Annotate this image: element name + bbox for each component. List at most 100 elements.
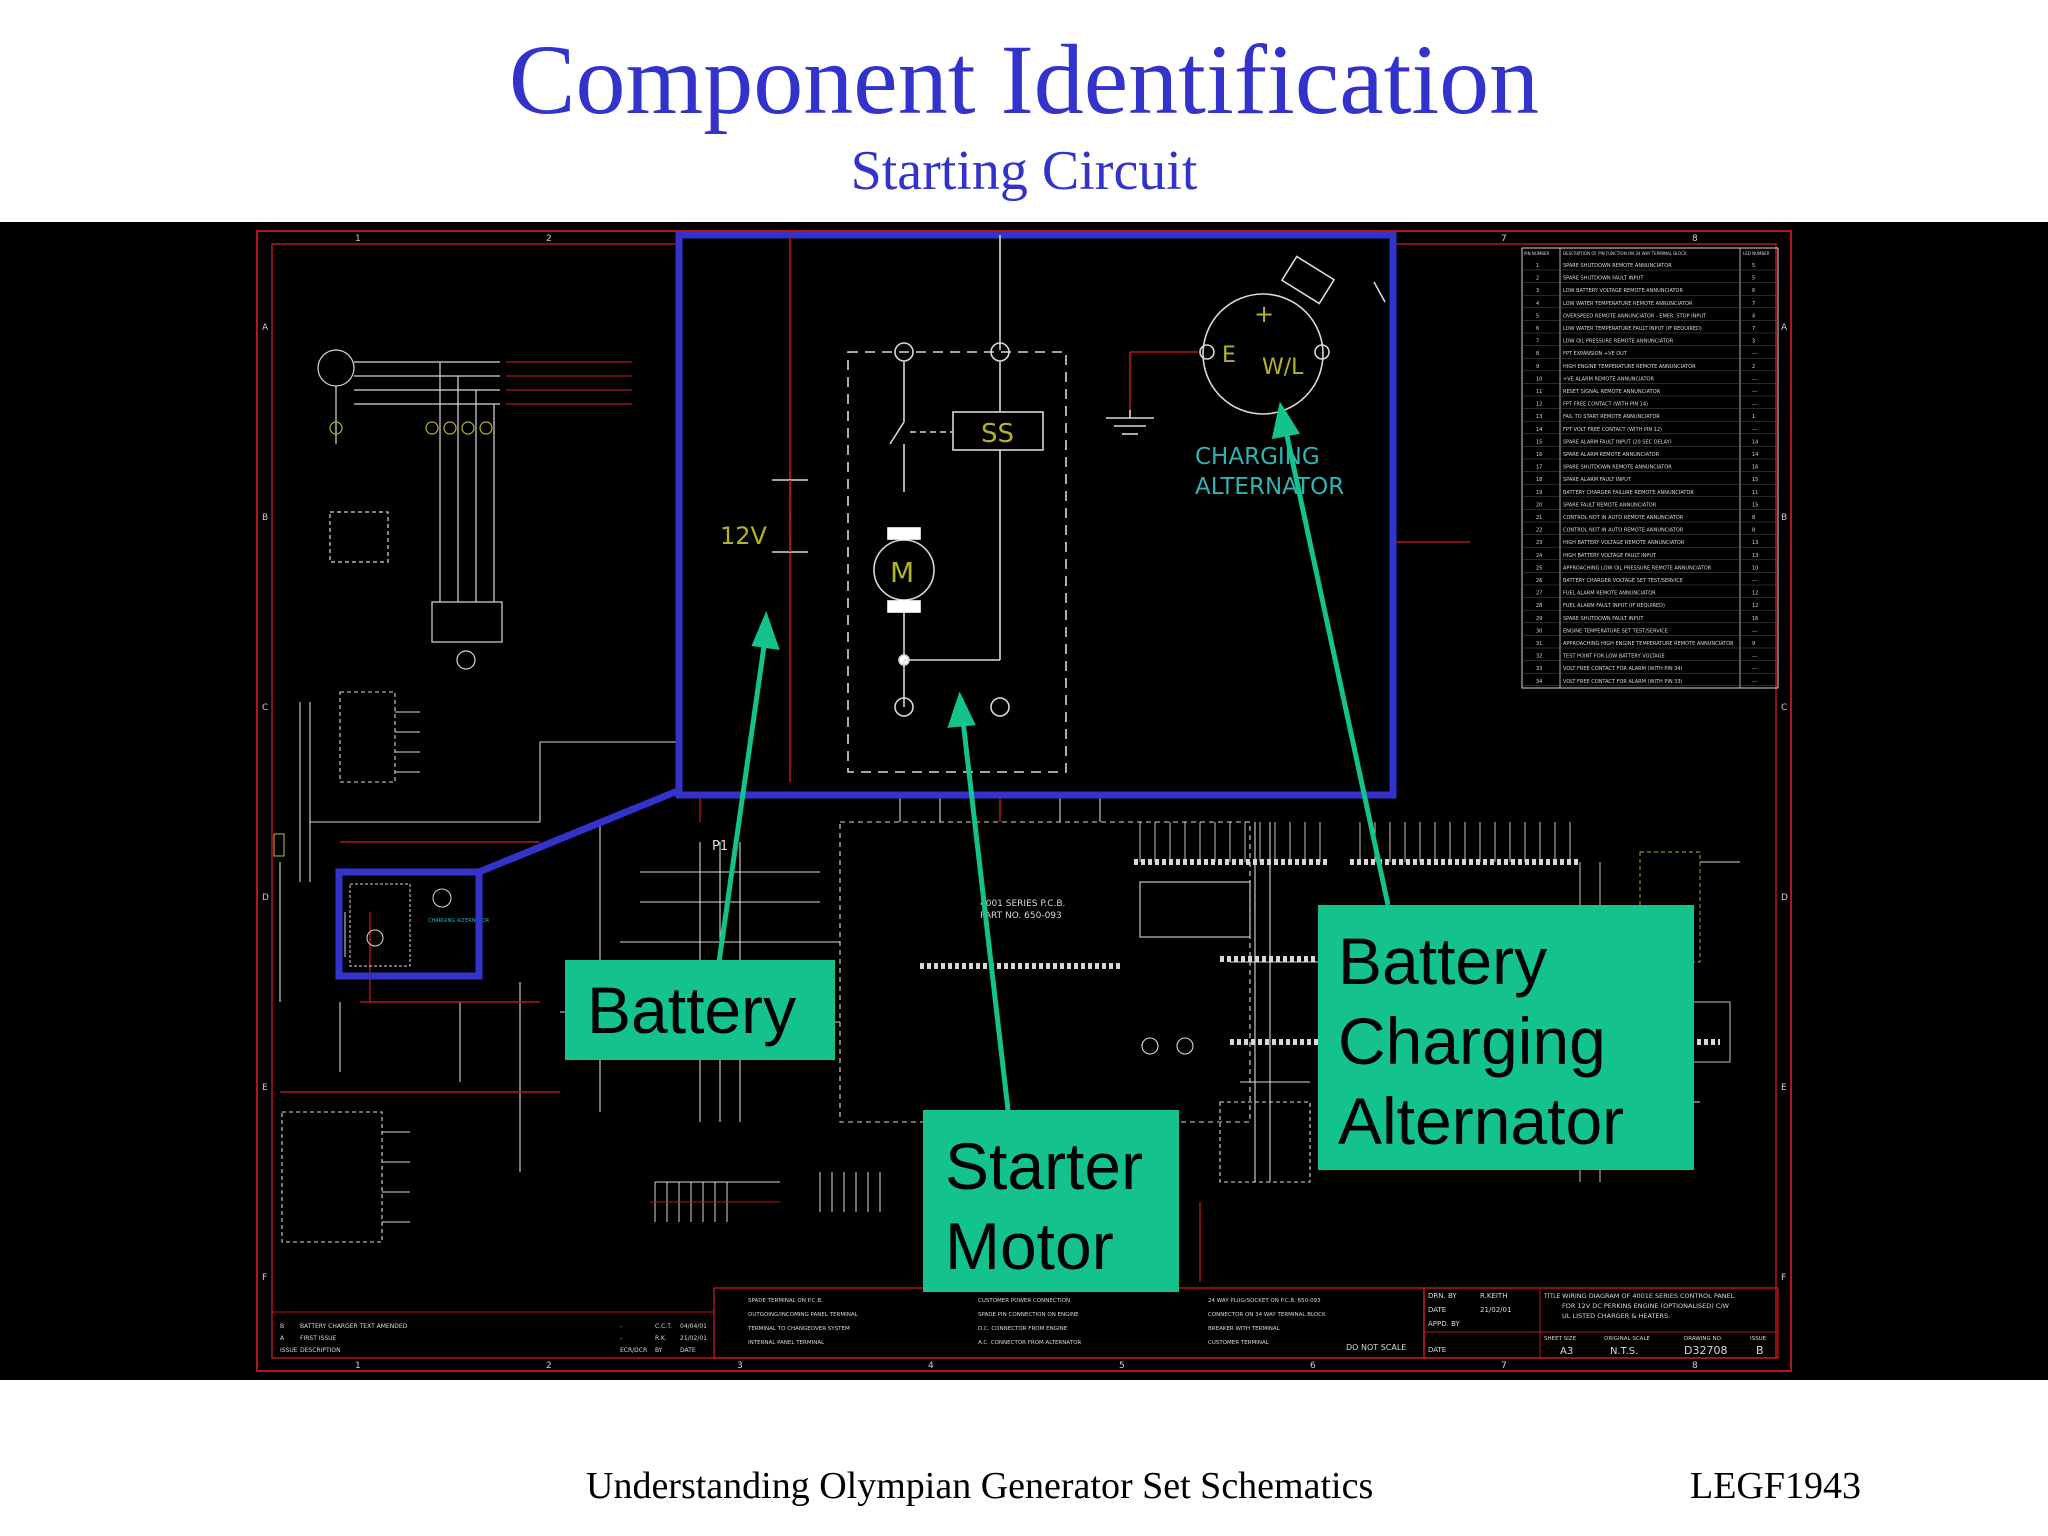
- revision-cell: DATE: [680, 1347, 696, 1354]
- starter-callout-line-1: Starter: [945, 1129, 1144, 1203]
- motor-label: M: [890, 556, 914, 589]
- alternator-arrowhead: [1271, 401, 1301, 440]
- voltage-label: 12V: [720, 522, 768, 550]
- pin-table-cell: 11: [1536, 389, 1542, 395]
- starter-motor-callout: Starter Motor: [923, 1110, 1179, 1292]
- pin-table-cell: 6: [1536, 326, 1539, 332]
- charging-alternator-callout: Battery Charging Alternator: [1318, 905, 1694, 1170]
- pin-table-cell: LOW WATER TEMPERATURE FAULT INPUT (IF RE…: [1563, 326, 1702, 332]
- pin-table-header: DESCRIPTION OF PIN FUNCTION ON 34 WAY TE…: [1563, 251, 1687, 256]
- pin-table-cell: 8: [1752, 528, 1755, 534]
- pin-table-cell: 15: [1536, 439, 1542, 445]
- pin-table-cell: ---: [1752, 679, 1758, 685]
- grid-column-label: 4: [928, 1361, 934, 1371]
- alternator-callout-line-3: Alternator: [1338, 1084, 1625, 1158]
- revision-cell: A: [280, 1335, 285, 1342]
- pin-table-cell: 10: [1752, 565, 1758, 571]
- pin-table-cell: 26: [1536, 578, 1542, 584]
- grid-column-label: 1: [355, 234, 361, 244]
- pin-table-cell: FUEL ALARM FAULT INPUT (IF REQUIRED): [1563, 603, 1665, 609]
- tb-date-label: DATE: [1428, 1306, 1446, 1314]
- revision-cell: DESCRIPTION: [300, 1347, 341, 1354]
- legend-item: SPADE TERMINAL ON P.C.B.: [748, 1298, 823, 1304]
- pin-table-cell: RESET SIGNAL REMOTE ANNUNCIATOR: [1563, 389, 1661, 395]
- pin-table-cell: APPROACHING LOW OIL PRESSURE REMOTE ANNU…: [1563, 565, 1712, 571]
- pin-table-cell: 1: [1752, 414, 1755, 420]
- alt-label-2: ALTERNATOR: [1195, 474, 1344, 500]
- pin-table-cell: LOW OIL PRESSURE REMOTE ANNUNCIATOR: [1563, 339, 1674, 345]
- pin-table-cell: 7: [1752, 326, 1755, 332]
- starter-callout-line-2: Motor: [945, 1209, 1114, 1283]
- pin-table-cell: 27: [1536, 591, 1542, 597]
- pin-table-cell: ---: [1752, 654, 1758, 660]
- pin-table-cell: 14: [1752, 439, 1758, 445]
- pin-table-cell: 9: [1752, 641, 1755, 647]
- document-code: LEGF1943: [1690, 1465, 1861, 1507]
- revision-cell: BATTERY CHARGER TEXT AMENDED: [300, 1323, 408, 1330]
- pin-table-cell: 21: [1536, 515, 1542, 521]
- grid-row-label: B: [262, 513, 268, 523]
- pin-table-cell: SPARE ALARM FAULT INPUT (20 SEC DELAY): [1563, 439, 1672, 445]
- grid-row-label: F: [1781, 1273, 1786, 1283]
- pin-table-cell: BATTERY CHARGER VOLTAGE SET TEST/SERVICE: [1563, 578, 1683, 584]
- pin-table-cell: 19: [1536, 490, 1542, 496]
- pin-table-cell: 9: [1536, 364, 1539, 370]
- p1-label: P1: [712, 839, 728, 854]
- grid-row-label: B: [1781, 513, 1787, 523]
- pin-table-cell: 15: [1752, 502, 1758, 508]
- pin-table-cell: ---: [1752, 351, 1758, 357]
- tb-drawing-no: D32708: [1684, 1344, 1727, 1357]
- pin-table-cell: 12: [1752, 603, 1758, 609]
- tb-appd-label: APPD. BY: [1428, 1320, 1460, 1328]
- starter-arrowhead: [947, 691, 976, 728]
- pin-table-cell: SPARE SHUTDOWN REMOTE ANNUNCIATOR: [1563, 263, 1672, 269]
- revision-cell: ISSUE: [280, 1347, 298, 1354]
- zoom-connector: [477, 786, 682, 876]
- grid-row-label: C: [1781, 703, 1787, 713]
- solenoid-label: SS: [981, 419, 1014, 449]
- pin-table-cell: ENGINE TEMPERATURE SET TEST/SERVICE: [1563, 628, 1668, 634]
- bottom-customer-terminals: [650, 1172, 881, 1222]
- slide-title: Component Identification: [508, 24, 1540, 135]
- revision-cell: ECR/DCR: [620, 1347, 647, 1354]
- legend-item: 24 WAY PLUG/SOCKET ON P.C.B. 650-093: [1208, 1298, 1321, 1304]
- pin-table-cell: BATTERY CHARGER FAILURE REMOTE ANNUNCIAT…: [1563, 490, 1694, 496]
- revision-cell: BY: [655, 1347, 663, 1354]
- pin-table-cell: ---: [1752, 389, 1758, 395]
- pin-table-cell: ---: [1752, 402, 1758, 408]
- pin-table-cell: SPARE FAULT REMOTE ANNUNCIATOR: [1563, 502, 1657, 508]
- pin-table-cell: FPT VOLT FREE CONTACT (WITH PIN 12): [1563, 427, 1662, 433]
- pin-table-cell: ---: [1752, 578, 1758, 584]
- pin-table-cell: 13: [1752, 540, 1758, 546]
- footer-text: Understanding Olympian Generator Set Sch…: [586, 1465, 1374, 1507]
- pin-table-cell: 2: [1752, 364, 1755, 370]
- small-highlight-box: [335, 868, 483, 980]
- pin-table-cell: HIGH BATTERY VOLTAGE FAULT INPUT: [1563, 553, 1657, 559]
- generator-section: [317, 349, 632, 670]
- grid-row-label: A: [262, 323, 269, 333]
- legend-item: OUTGOING/INCOMING PANEL TERMINAL: [748, 1312, 859, 1318]
- pin-table-cell: SPARE SHUTDOWN FAULT INPUT: [1563, 616, 1644, 622]
- revision-cell: FIRST ISSUE: [300, 1335, 337, 1342]
- pin-table-cell: 34: [1536, 679, 1542, 685]
- pin-table-cell: 16: [1536, 452, 1542, 458]
- grid-column-label: 7: [1501, 1361, 1507, 1371]
- pin-table-cell: 6: [1752, 288, 1755, 294]
- pin-table-cell: 22: [1536, 528, 1542, 534]
- battery-callout: Battery: [565, 960, 835, 1060]
- alt-e-label: E: [1222, 343, 1236, 368]
- pin-table-cell: 3: [1536, 288, 1539, 294]
- pin-table-cell: FAIL TO START REMOTE ANNUNCIATOR: [1563, 414, 1660, 420]
- grid-column-label: 2: [546, 234, 552, 244]
- pin-table-cell: 25: [1536, 565, 1542, 571]
- pin-table-cell: 33: [1536, 666, 1542, 672]
- revision-cell: -: [620, 1323, 622, 1330]
- pin-table-cell: 8: [1536, 351, 1539, 357]
- pin-table-cell: 31: [1536, 641, 1542, 647]
- revision-cell: 21/02/01: [680, 1335, 707, 1342]
- tb-drn-label: DRN. BY: [1428, 1292, 1457, 1300]
- pcb-label: 4001 SERIES P.C.B.: [980, 899, 1065, 909]
- pin-table-cell: 1: [1536, 263, 1539, 269]
